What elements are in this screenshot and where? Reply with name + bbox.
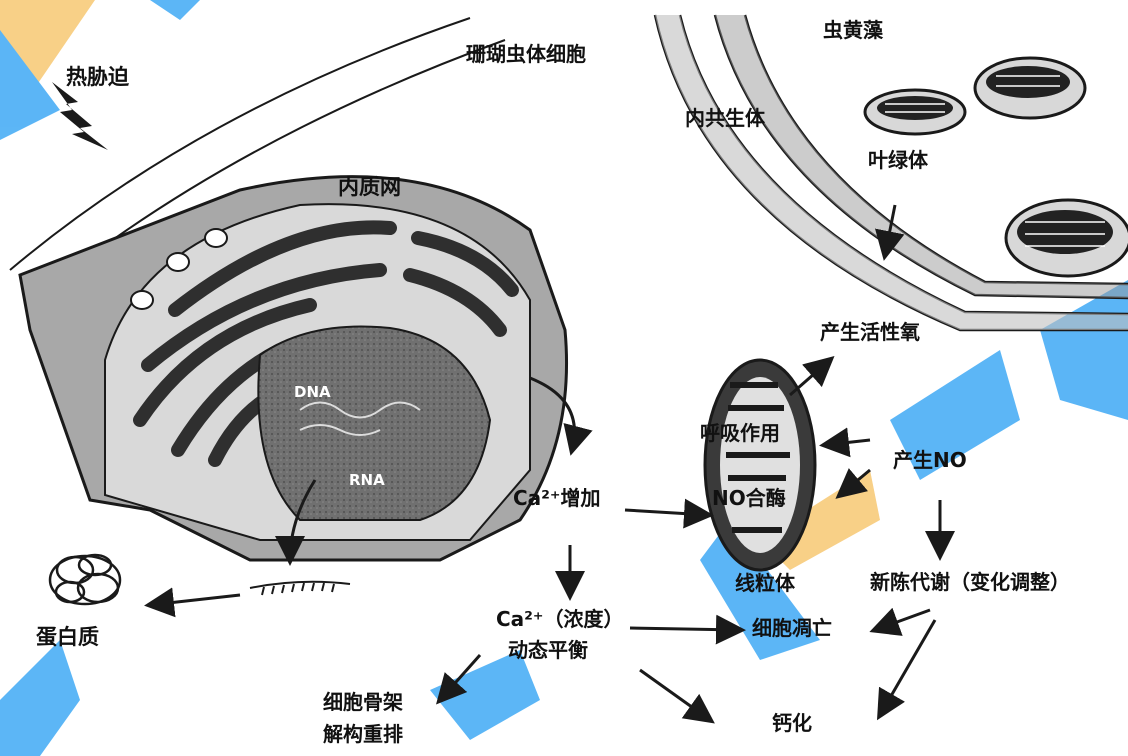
label-calcification: 钙化 [772, 713, 812, 733]
chloroplast-2 [975, 58, 1085, 118]
chloroplast-1 [865, 90, 965, 134]
label-apoptosis: 细胞凋亡 [752, 618, 832, 638]
label-coral-cell: 珊瑚虫体细胞 [466, 44, 586, 64]
nucleus-complex [20, 177, 567, 560]
mrna-strand [250, 582, 350, 595]
label-heat-stress: 热胁迫 [66, 67, 129, 88]
label-mitochondrion: 线粒体 [735, 573, 795, 593]
label-ca-balance-2: 动态平衡 [508, 640, 588, 660]
label-respiration: 呼吸作用 [700, 423, 780, 443]
label-ca-balance-1: Ca²⁺（浓度） [496, 609, 624, 629]
label-cytoskeleton-2: 解构重排 [323, 724, 403, 744]
label-endosymbiont: 内共生体 [685, 108, 765, 128]
label-zooxanthellae: 虫黄藻 [823, 20, 883, 40]
mitochondrion [705, 360, 815, 570]
heat-stress-bolt [52, 82, 108, 150]
protein-blob [50, 555, 120, 604]
label-dna: DNA [294, 385, 331, 400]
label-er: 内质网 [338, 177, 401, 198]
label-produce-no: 产生NO [893, 450, 967, 470]
chloroplast-3 [1006, 200, 1128, 276]
label-chloroplast: 叶绿体 [868, 150, 928, 170]
label-rna: RNA [349, 473, 385, 488]
label-cytoskeleton-1: 细胞骨架 [323, 692, 403, 712]
label-ca-increase: Ca²⁺增加 [513, 488, 601, 508]
label-ros: 产生活性氧 [820, 322, 920, 342]
label-metabolism: 新陈代谢（变化调整） [870, 572, 1070, 592]
label-protein: 蛋白质 [36, 627, 99, 648]
label-no-synthase: NO合酶 [712, 488, 786, 508]
